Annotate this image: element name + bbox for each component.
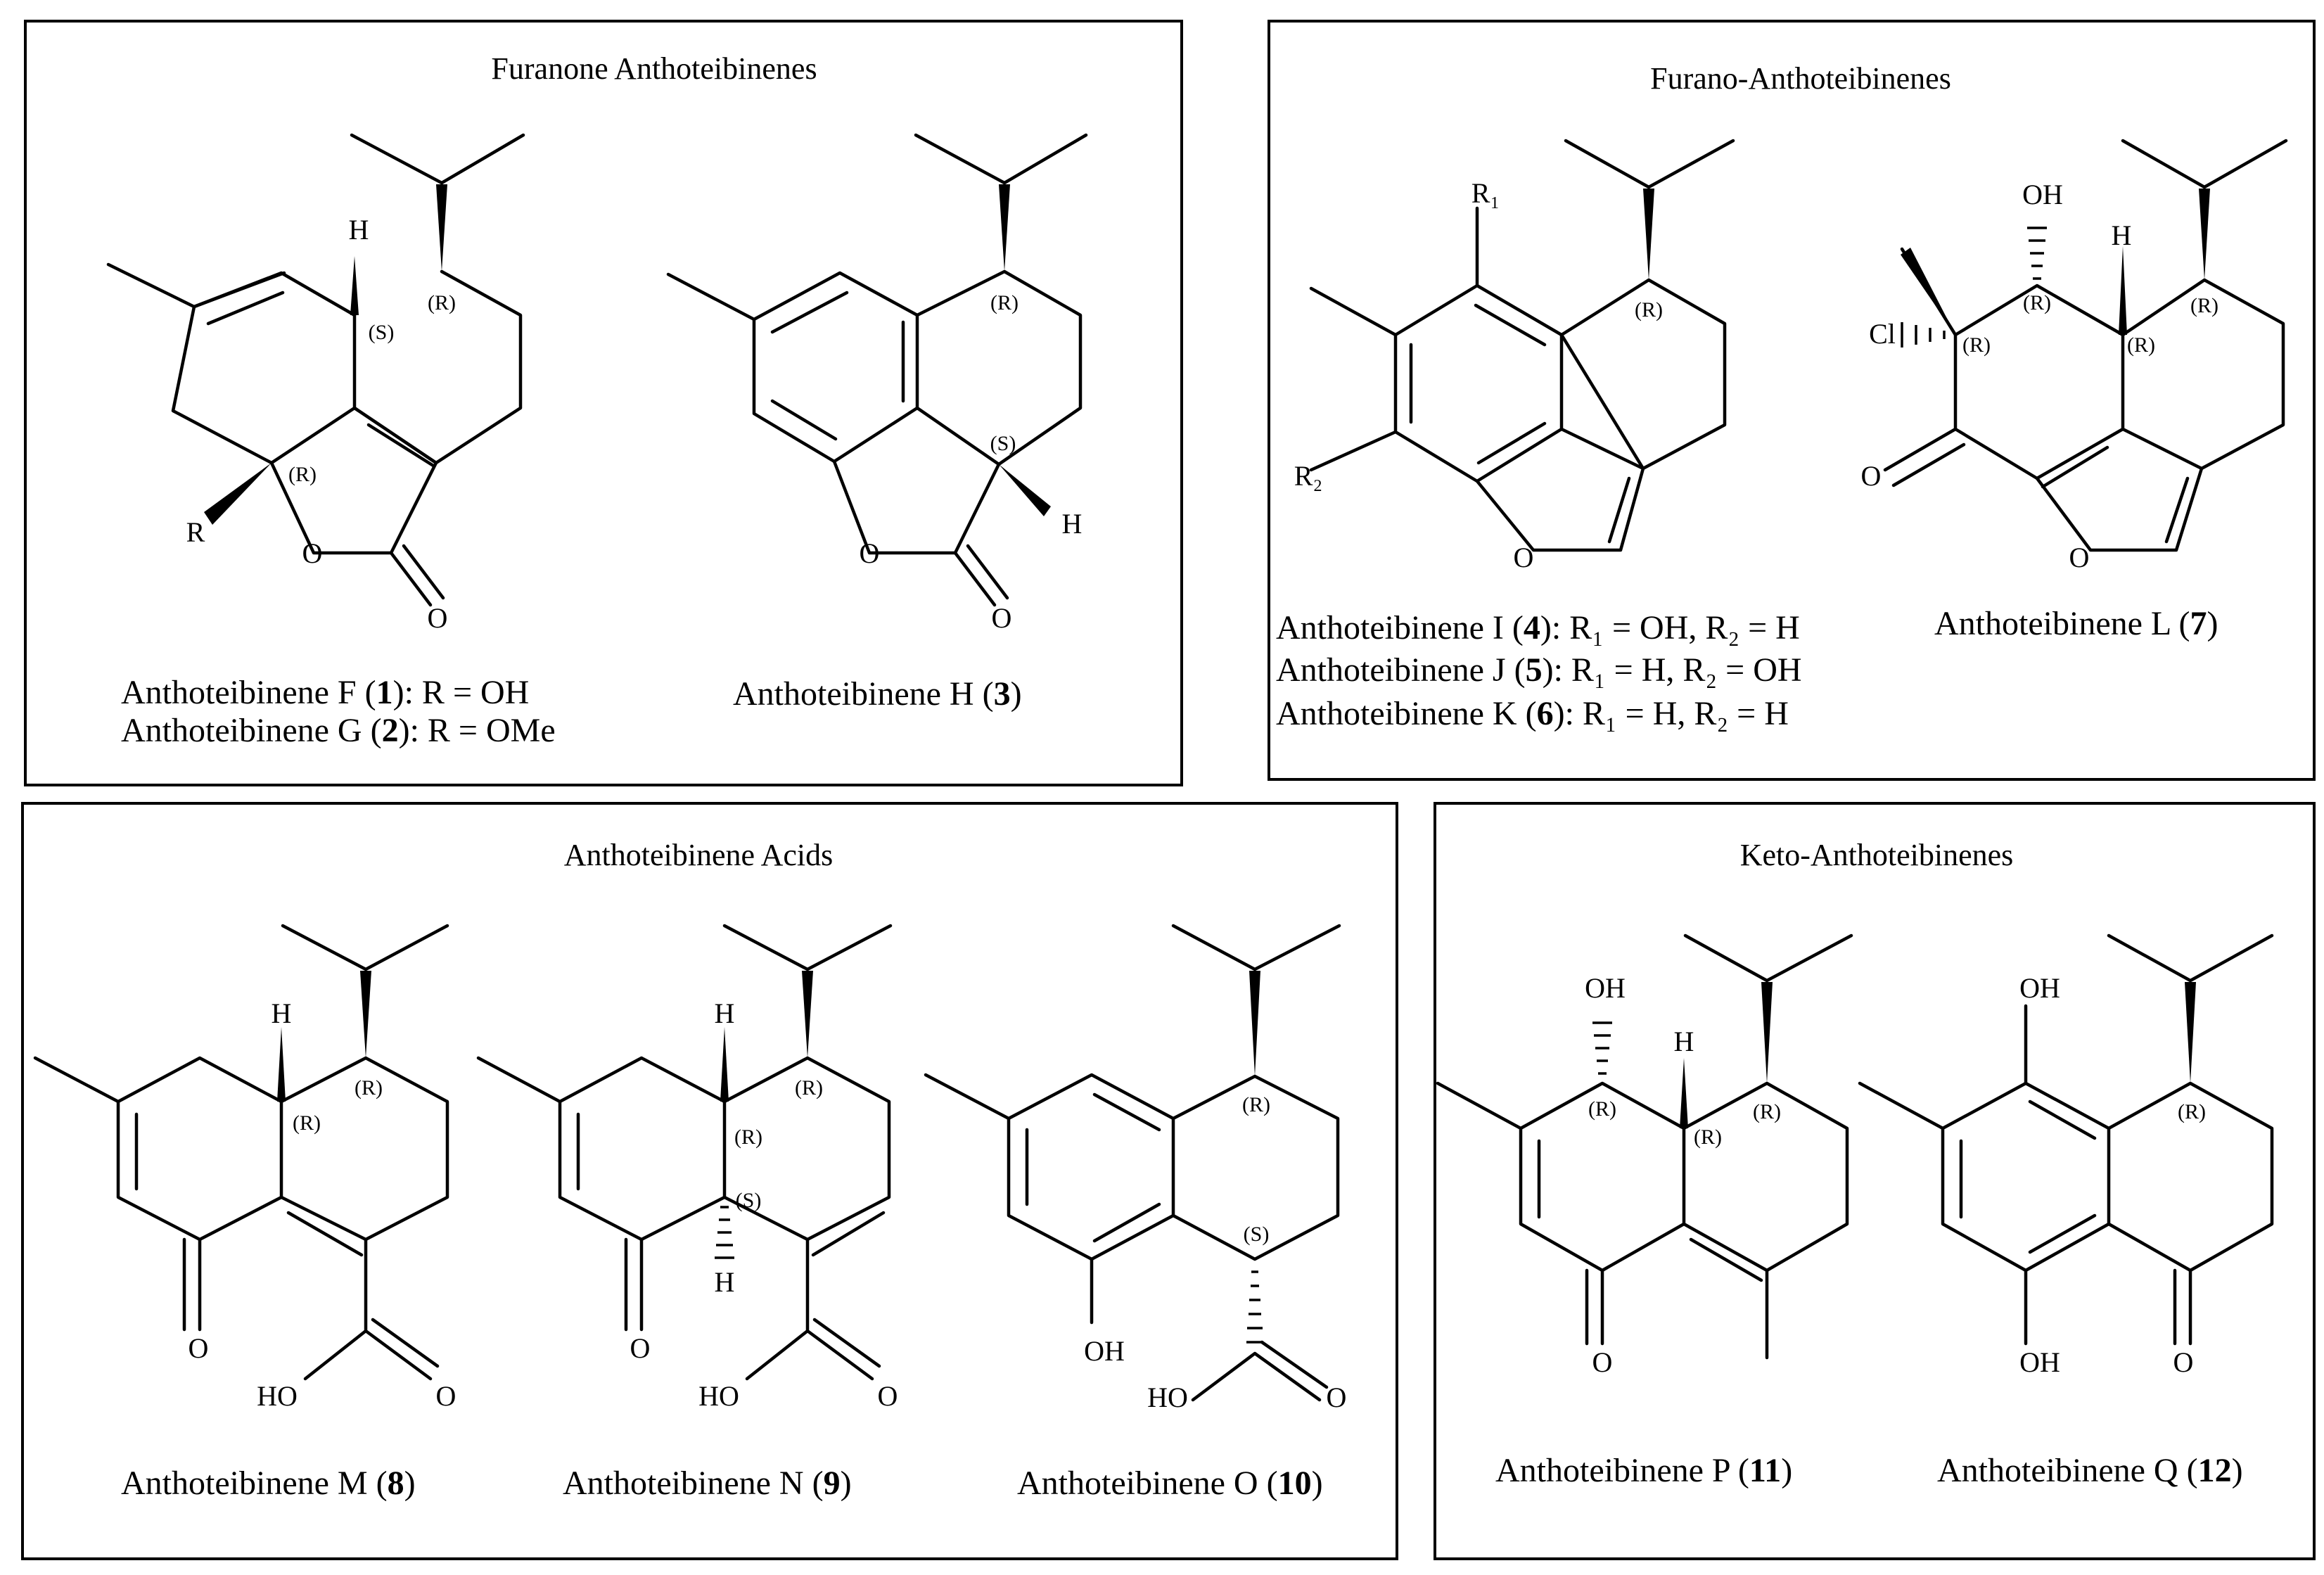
stereo-label: (R) (795, 1076, 823, 1099)
panel-title-furanone: Furanone Anthoteibinenes (491, 51, 817, 86)
caption-compound-8: Anthoteibinene M (8) (121, 1465, 416, 1502)
stereo-label: (R) (2178, 1100, 2206, 1123)
caption-compound-9: Anthoteibinene N (9) (563, 1465, 852, 1502)
hashed-bond-OH-7 (2027, 227, 2047, 280)
atom-OH-10: OH (1084, 1335, 1125, 1367)
caption-compound-7: Anthoteibinene L (7) (1934, 605, 2218, 642)
atom-HO-10: HO (1147, 1382, 1188, 1413)
atom-O-ring-3: O (860, 537, 880, 569)
stereo-label: (S) (1244, 1223, 1270, 1246)
atom-H-3: H (1062, 508, 1083, 540)
atom-H-bottom-9: H (715, 1266, 735, 1298)
caption-compound-3: Anthoteibinene H (3) (733, 675, 1022, 713)
caption-compound-5: Anthoteibinene J (5): R₁ = H, R₂ = OH (1276, 651, 1802, 689)
panel-title-furano: Furano-Anthoteibinenes (1650, 61, 1951, 96)
panel-keto (1434, 802, 2316, 1560)
stereo-label: (R) (990, 291, 1019, 314)
stereo-label: (R) (2190, 294, 2218, 317)
structure-compound-3 (666, 133, 1088, 607)
atom-R1-4: R₁ (1471, 177, 1500, 209)
caption-compound-4: Anthoteibinene I (4): R₁ = OH, R₂ = H (1276, 609, 1800, 646)
structure-compound-8 (33, 924, 449, 1381)
hashed-bond-OH-11 (1592, 1021, 1612, 1075)
caption-compound-12: Anthoteibinene Q (12) (1937, 1452, 2243, 1489)
stereo-label: (S) (736, 1189, 762, 1212)
atom-O-ring-7: O (2069, 542, 2090, 573)
structure-compound-9 (476, 924, 893, 1381)
structure-compound-1-2 (106, 133, 525, 607)
caption-compound-1: Anthoteibinene F (1): R = OH (121, 674, 529, 711)
panel-title-keto: Keto-Anthoteibinenes (1740, 838, 2014, 872)
atom-O-ketone-11: O (1592, 1346, 1613, 1378)
atom-O-carbonyl-1: O (428, 602, 448, 634)
atom-H-8: H (272, 997, 292, 1029)
panel-furano (1268, 20, 2316, 781)
stereo-label: (R) (1694, 1126, 1722, 1149)
atom-O-carbonyl-3: O (992, 602, 1012, 634)
stereo-label: (S) (369, 321, 395, 344)
atom-OH-top-12: OH (2019, 972, 2060, 1004)
structure-compound-4-6 (1309, 139, 1735, 552)
atom-HO-9: HO (698, 1380, 739, 1412)
stereo-label: (R) (1753, 1100, 1781, 1123)
atom-Cl-7: Cl (1869, 318, 1896, 350)
panel-furanone (24, 20, 1183, 786)
stereo-label: (R) (1242, 1093, 1270, 1116)
stereo-label: (R) (2023, 291, 2051, 314)
panel-title-acids: Anthoteibinene Acids (564, 838, 834, 872)
hashed-bond-H-9 (715, 1206, 734, 1259)
structure-compound-10 (924, 924, 1341, 1402)
hashed-bond-Cl-7 (1901, 322, 1946, 347)
stereo-label: (R) (293, 1111, 321, 1135)
stereo-label: (R) (2127, 333, 2155, 357)
atom-OH-bottom-12: OH (2019, 1346, 2060, 1378)
atom-H-top-9: H (715, 997, 735, 1029)
stereo-label: (R) (1588, 1097, 1616, 1121)
atom-H-1: H (349, 214, 369, 246)
structure-compound-12 (1858, 933, 2274, 1346)
caption-compound-10: Anthoteibinene O (10) (1017, 1465, 1323, 1502)
atom-OH-7: OH (2022, 179, 2063, 210)
atom-H-11: H (1674, 1026, 1694, 1057)
atom-O-ketone-9: O (630, 1332, 651, 1364)
stereo-label: (R) (288, 463, 317, 486)
atom-H-7: H (2112, 219, 2132, 251)
atom-O-acid-10: O (1327, 1382, 1347, 1413)
structure-compound-11 (1436, 933, 1853, 1360)
atom-R-1: R (186, 516, 205, 548)
caption-compound-2: Anthoteibinene G (2): R = OMe (121, 712, 556, 749)
atom-OH-11: OH (1585, 972, 1626, 1004)
stereo-label: (R) (355, 1076, 383, 1099)
atom-O-acid-8: O (436, 1380, 456, 1412)
atom-O-ring-4: O (1514, 542, 1534, 573)
caption-compound-6: Anthoteibinene K (6): R₁ = H, R₂ = H (1276, 695, 1789, 732)
atom-O-ketone-12: O (2173, 1346, 2194, 1378)
atom-R2-4: R₂ (1294, 460, 1323, 492)
atom-O-carbonyl-7: O (1861, 460, 1882, 492)
stereo-label: (S) (990, 432, 1016, 455)
stereo-label: (R) (428, 291, 456, 314)
stereo-label: (R) (1962, 333, 1991, 357)
atom-O-ketone-8: O (189, 1332, 209, 1364)
stereo-label: (R) (734, 1126, 762, 1149)
panel-acids (21, 802, 1398, 1560)
stereo-label: (R) (1635, 298, 1663, 321)
hashed-bond-COOH-10 (1246, 1270, 1263, 1344)
atom-O-acid-9: O (878, 1380, 898, 1412)
caption-compound-11: Anthoteibinene P (11) (1495, 1452, 1792, 1489)
atom-HO-8: HO (257, 1380, 298, 1412)
structure-compound-7 (1883, 139, 2288, 552)
atom-O-ring-1: O (302, 537, 323, 569)
